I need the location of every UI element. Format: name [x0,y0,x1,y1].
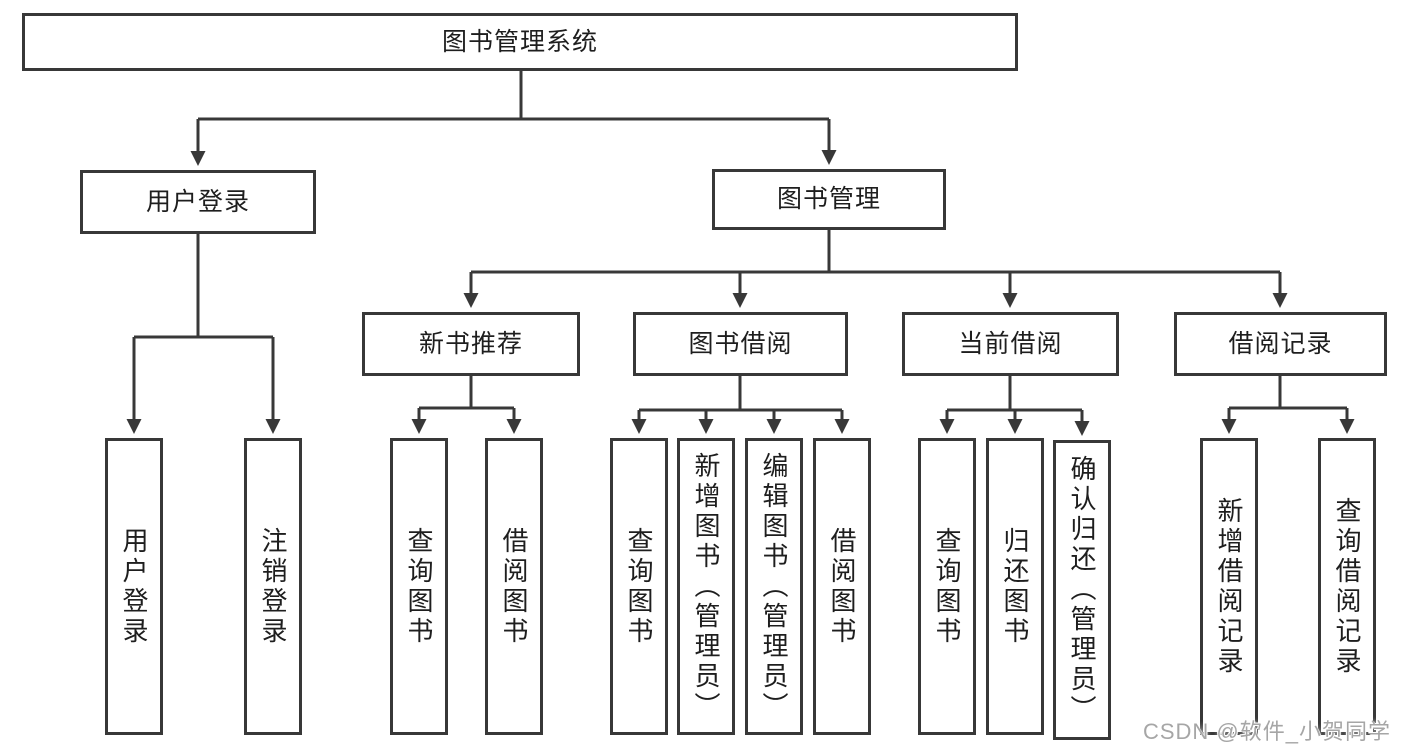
node-borrow-records: 借阅记录 [1174,312,1387,376]
csdn-watermark: CSDN @软件_小贺同学 [1142,719,1391,744]
leaf-edit-book-admin: 编辑图书（管理员） [745,438,803,735]
leaf-return-book: 归还图书 [986,438,1044,735]
leaf-confirm-return-admin: 确认归还（管理员） [1053,440,1111,740]
leaf-query-books: 查询图书 [918,438,976,735]
node-current-borrow: 当前借阅 [902,312,1119,376]
leaf-borrow-books: 借阅图书 [485,438,543,735]
leaf-add-borrow-record: 新增借阅记录 [1200,438,1258,735]
node-user-login: 用户登录 [80,170,316,234]
leaf-query-books: 查询图书 [390,438,448,735]
leaf-query-books: 查询图书 [610,438,668,735]
leaf-query-borrow-record: 查询借阅记录 [1318,438,1376,735]
node-new-book-recommend: 新书推荐 [362,312,580,376]
leaf-logout: 注销登录 [244,438,302,735]
leaf-user-login: 用户登录 [105,438,163,735]
node-book-management: 图书管理 [712,169,946,230]
leaf-borrow-books: 借阅图书 [813,438,871,735]
node-book-borrow: 图书借阅 [633,312,848,376]
leaf-add-book-admin: 新增图书（管理员） [677,438,735,735]
node-root-system: 图书管理系统 [22,13,1018,71]
